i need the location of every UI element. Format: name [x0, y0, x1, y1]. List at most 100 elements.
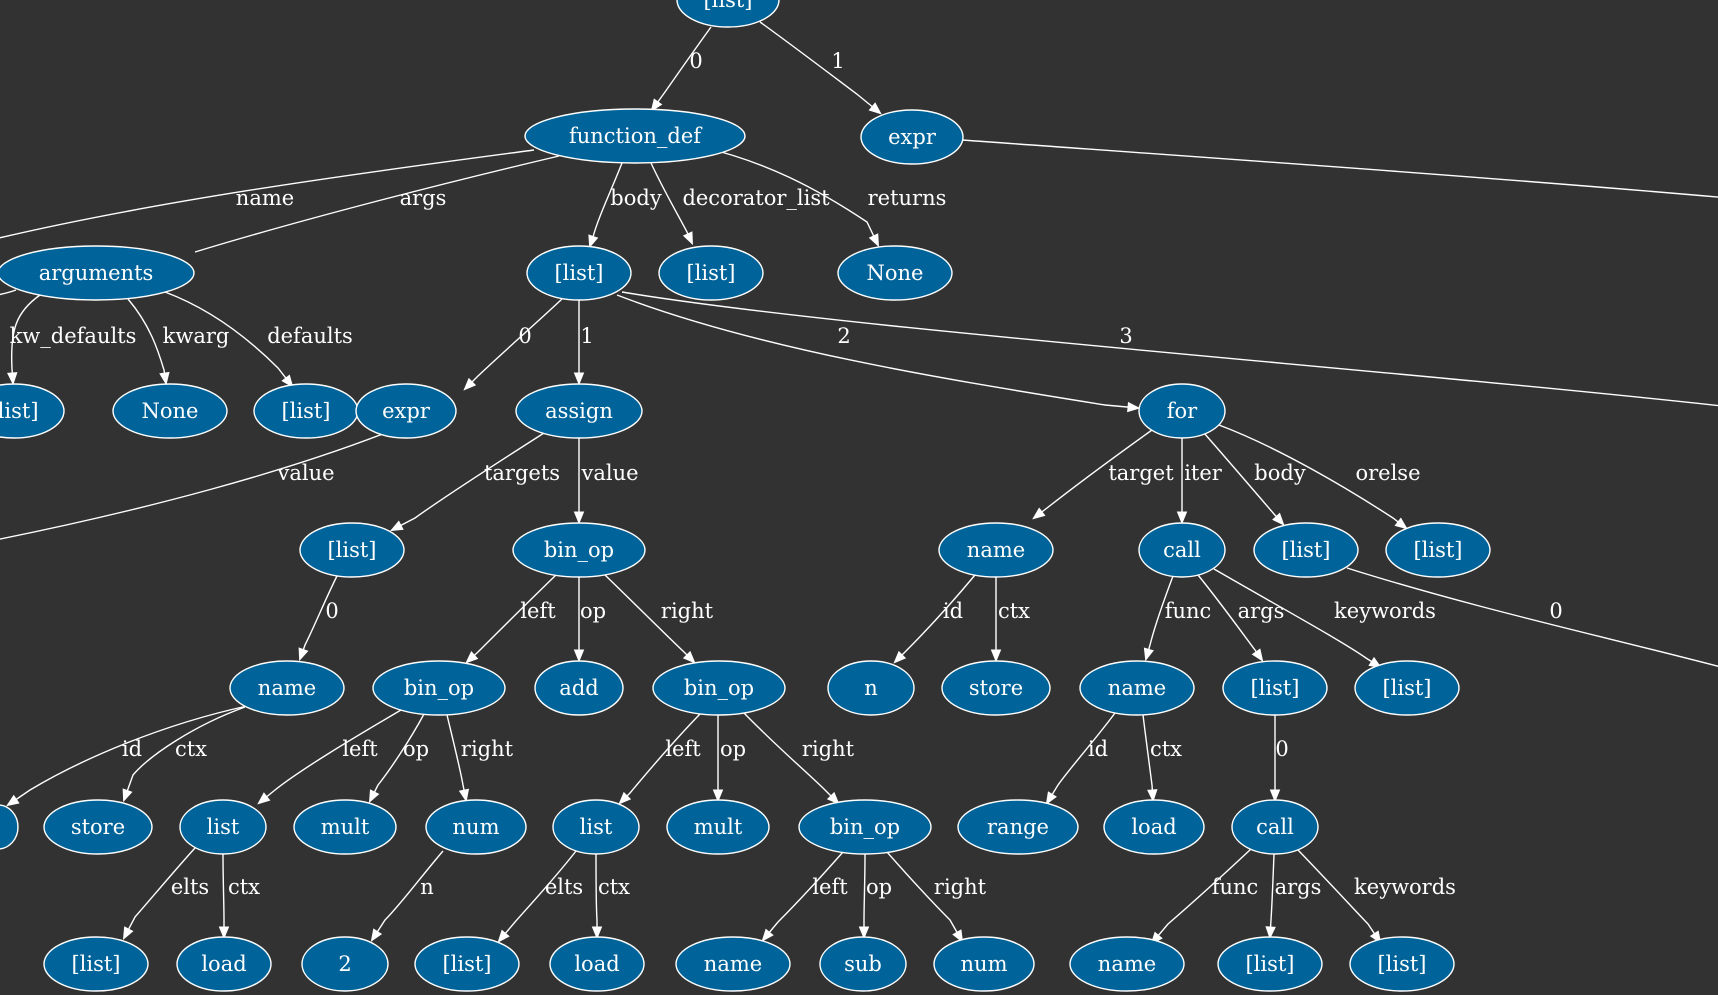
edge-label-for-to-for_orelse: orelse	[1355, 461, 1420, 485]
edge-bin_op4-to-sub	[863, 853, 866, 937]
node-shape-call_kw	[1354, 660, 1460, 716]
arrowhead-args_node-to-kwdef_list	[7, 372, 18, 386]
node-shape-list1_elts	[43, 936, 149, 992]
node-shape-for	[1138, 383, 1226, 439]
edge-num1-to-two	[371, 850, 444, 941]
arrowhead-name_t-to-store1	[122, 788, 133, 803]
node-assign: assign	[515, 383, 643, 439]
node-shape-for_name	[938, 522, 1054, 578]
node-label-load1: load	[201, 952, 246, 976]
node-body_list: [list]	[526, 245, 632, 301]
node-label-load2: load	[574, 952, 619, 976]
node-shape-n_id	[827, 660, 915, 716]
arrowhead-list2-to-load2	[591, 926, 603, 940]
edge-label-bin_op3-to-mult2: op	[720, 737, 746, 761]
edge-label-list2-to-list2_elts: elts	[545, 875, 583, 899]
arrowhead-bin_op1-to-bin_op2	[465, 651, 479, 664]
edge-assign-to-targets_list	[391, 432, 545, 531]
node-shape-list1	[179, 799, 267, 855]
node-shape-list2_elts	[414, 936, 520, 992]
node-label-num1: num	[453, 815, 500, 839]
edge-call2-to-c2_name	[1151, 848, 1252, 944]
edge-for-to-for_body	[1203, 432, 1284, 525]
node-sub: sub	[819, 936, 907, 992]
edge-label-list1-to-list1_elts: elts	[171, 875, 209, 899]
node-label-bin_op1: bin_op	[544, 538, 614, 562]
node-shape-num1	[425, 799, 527, 855]
arrowhead-body_list-to-for	[1127, 401, 1141, 413]
edge-label-bin_op1-to-add: op	[580, 599, 606, 623]
edge-label-args_node-to-kwarg_none: kwarg	[163, 324, 230, 348]
edge-label-bin_op1-to-bin_op3: right	[661, 599, 714, 623]
node-label-targets_list: [list]	[327, 538, 376, 562]
arrowhead-for-to-for_call	[1176, 511, 1188, 525]
node-label-kwarg_none: None	[142, 399, 199, 423]
edge-label-bin_op2-to-mult1: op	[403, 737, 429, 761]
arrowhead-bin_op2-to-num1	[458, 788, 470, 803]
node-label-store2: store	[969, 676, 1023, 700]
node-defaults_list: [list]	[253, 383, 359, 439]
edge-label-expr1-to-ext_value: value	[276, 461, 334, 485]
node-label-c2_kw: [list]	[1377, 952, 1426, 976]
node-list1: list	[179, 799, 267, 855]
node-mult2: mult	[666, 799, 770, 855]
node-kwdef_list: [list]	[0, 383, 65, 439]
arrowhead-bin_op4-to-b4_name	[761, 928, 774, 942]
edge-label-bin_op2-to-list1: left	[342, 737, 378, 761]
edge-label-body_list-to-expr1: 0	[518, 324, 531, 348]
edge-body_list-to-expr1	[464, 298, 563, 390]
arrowhead-assign-to-targets_list	[389, 520, 404, 532]
node-store1: store	[43, 799, 153, 855]
node-bin_op3: bin_op	[652, 660, 786, 716]
node-label-bin_op4: bin_op	[830, 815, 900, 839]
node-label-c2_args: [list]	[1245, 952, 1294, 976]
edge-label-fd-to-ret_none: returns	[868, 186, 947, 210]
edge-label-for_call-to-call_args: args	[1238, 599, 1285, 623]
edge-label-fd-to-args_node: args	[400, 186, 447, 210]
arrowhead-bin_op1-to-bin_op3	[682, 650, 696, 664]
node-shape-two	[301, 936, 389, 992]
edge-for-to-for_orelse	[1218, 424, 1407, 529]
edge-label-bin_op3-to-bin_op4: right	[802, 737, 855, 761]
arrowhead-body_list-to-assign	[573, 372, 585, 386]
node-expr1: expr	[355, 383, 457, 439]
arrowhead-for_name-to-n_id	[893, 650, 907, 664]
node-label-b4_num: num	[961, 952, 1008, 976]
node-shape-mult2	[666, 799, 770, 855]
edge-label-for_name-to-store2: ctx	[998, 599, 1030, 623]
node-for_orelse: [list]	[1385, 522, 1491, 578]
node-list2: list	[552, 799, 640, 855]
edge-fd-to-ext_name	[0, 149, 535, 239]
node-label-defaults_list: [list]	[281, 399, 330, 423]
node-label-call_kw: [list]	[1382, 676, 1431, 700]
arrowhead-list1-to-load1	[218, 926, 230, 940]
node-label-mult2: mult	[694, 815, 743, 839]
arrowhead-root-to-fd	[650, 98, 663, 112]
edge-label-bin_op4-to-b4_num: right	[934, 875, 987, 899]
edge-bin_op4-to-b4_num	[886, 851, 963, 942]
node-label-n_id: n	[864, 676, 878, 700]
edge-call_name-to-load_r	[1142, 714, 1154, 801]
node-kwarg_none: None	[112, 383, 228, 439]
arrowhead-for_name-to-store2	[990, 649, 1002, 663]
node-shape-call2	[1231, 799, 1319, 855]
arrowhead-name_t-to-name_t_id	[6, 794, 20, 807]
edge-expr1-to-ext_value	[0, 431, 389, 540]
node-label-b4_name: name	[704, 952, 762, 976]
edge-fd-to-dec_list	[650, 162, 693, 244]
node-for_name: name	[938, 522, 1054, 578]
edge-label-for_name-to-n_id: id	[943, 599, 963, 623]
edge-bin_op2-to-mult1	[369, 713, 425, 802]
arrowhead-bin_op2-to-list1	[257, 792, 271, 805]
node-label-root: [list]	[703, 0, 752, 12]
node-shape-store1	[43, 799, 153, 855]
edge-args_node-to-kwarg_none	[127, 298, 167, 384]
edge-call2-to-c2_kw	[1297, 849, 1381, 943]
edge-label-for_call-to-call_name: func	[1165, 599, 1212, 623]
node-label-add: add	[559, 676, 598, 700]
node-shape-c2_name	[1069, 936, 1185, 992]
edge-for_call-to-call_kw	[1213, 568, 1381, 668]
node-label-call2: call	[1256, 815, 1294, 839]
edge-fd-to-args_node	[194, 155, 560, 253]
node-label-two: 2	[338, 952, 351, 976]
